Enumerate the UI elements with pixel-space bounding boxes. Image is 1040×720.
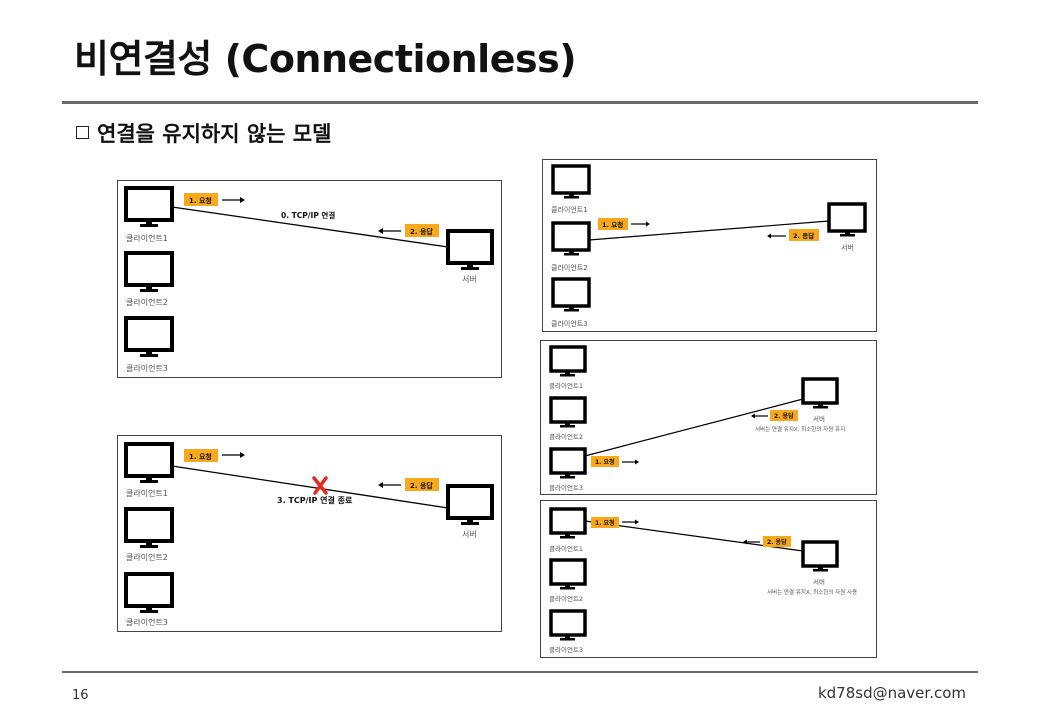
disconnect-x-icon <box>312 476 328 495</box>
monitor-client3-icon <box>549 609 587 641</box>
connection-line <box>171 465 449 509</box>
diagram-close-svg: 클라이언트1 클라이언트2 클라이언트3 1. 요청 3. TCP/IP 연결 … <box>124 442 494 627</box>
arrow-left-icon <box>378 482 401 488</box>
monitor-client1-icon <box>549 345 587 377</box>
monitor-client3-icon <box>124 316 174 357</box>
monitor-server-icon <box>446 229 494 270</box>
response-tag <box>405 224 439 237</box>
response-tag <box>405 478 439 491</box>
connection-line <box>171 206 449 248</box>
response-tag-text: 2. 응답 <box>793 231 814 240</box>
arrow-right-icon <box>631 221 650 227</box>
request-tag-text: 1. 요청 <box>602 220 623 229</box>
section-heading: 연결을 유지하지 않는 모델 <box>76 118 331 148</box>
monitor-client2-icon <box>124 507 174 548</box>
client3-label: 클라이언트3 <box>549 483 583 492</box>
client2-label: 클라이언트2 <box>551 263 588 272</box>
diagram-panel-client3: 클라이언트1 클라이언트2 클라이언트3 1. 요청 2. 응답 서버 서버는 … <box>540 340 877 495</box>
request-tag-text: 1. 요청 <box>189 196 212 205</box>
diagram-panel-client1-resource: 클라이언트1 클라이언트2 클라이언트3 1. 요청 2. 응답 서버 서버는 … <box>540 500 877 658</box>
client2-label: 클라이언트2 <box>126 552 168 562</box>
server-note: 서버는 연결 유지X, 최소한의 자원 사용 <box>767 588 857 596</box>
arrow-right-icon <box>622 519 639 525</box>
diagram-panel-close: 클라이언트1 클라이언트2 클라이언트3 1. 요청 3. TCP/IP 연결 … <box>117 435 502 632</box>
monitor-client3-icon <box>124 572 174 613</box>
footer-divider <box>62 671 978 673</box>
connection-line <box>584 398 804 457</box>
diagram-panel-client1: 클라이언트1 클라이언트2 클라이언트3 1. 요청 2. 응답 서버 <box>542 159 877 332</box>
server-note: 서버는 연결 유지X, 최소한의 자원 유지 <box>755 425 845 433</box>
page-title: 비연결성 (Connectionless) <box>74 37 577 81</box>
client2-label: 클라이언트2 <box>126 297 168 307</box>
footer-email: kd78sd@naver.com <box>817 684 966 702</box>
arrow-right-icon <box>222 197 245 203</box>
monitor-server-icon <box>446 484 494 525</box>
section-heading-text: 연결을 유지하지 않는 모델 <box>97 122 332 146</box>
response-tag-text: 2. 응답 <box>767 538 787 546</box>
arrow-left-icon <box>767 233 786 239</box>
monitor-client3-icon <box>549 447 587 479</box>
client3-label: 클라이언트3 <box>551 319 588 328</box>
request-tag <box>598 218 628 230</box>
monitor-client2-icon <box>551 221 591 256</box>
monitor-server-icon <box>827 202 867 237</box>
server-label: 서버 <box>813 414 825 423</box>
connection-line <box>588 220 830 241</box>
request-tag <box>184 193 218 206</box>
diagram-connect-svg: 클라이언트1 클라이언트2 클라이언트3 1. 요청 0. TCP/IP 연결 … <box>124 186 494 373</box>
checkbox-bullet-icon <box>76 126 89 139</box>
page-number: 16 <box>72 688 89 703</box>
response-tag-text: 2. 응답 <box>410 227 433 236</box>
diagram-panel-connect: 클라이언트1 클라이언트2 클라이언트3 1. 요청 0. TCP/IP 연결 … <box>117 180 502 378</box>
diagram-client1-svg: 클라이언트1 클라이언트2 클라이언트3 1. 요청 2. 응답 서버 <box>551 164 867 328</box>
client3-label: 클라이언트3 <box>126 363 168 373</box>
client1-label: 클라이언트1 <box>551 205 588 214</box>
diagram-resource-svg: 클라이언트1 클라이언트2 클라이언트3 1. 요청 2. 응답 서버 서버는 … <box>549 507 857 654</box>
connect-label: 0. TCP/IP 연결 <box>281 210 335 220</box>
monitor-client3-icon <box>551 277 591 312</box>
client2-label: 클라이언트2 <box>549 432 583 441</box>
client1-label: 클라이언트1 <box>126 233 168 243</box>
title-divider <box>62 101 978 104</box>
monitor-client1-icon <box>124 442 174 483</box>
arrow-left-icon <box>743 539 760 545</box>
arrow-left-icon <box>378 228 401 234</box>
monitor-client1-icon <box>551 164 591 199</box>
monitor-client2-icon <box>124 251 174 292</box>
server-label: 서버 <box>462 529 477 539</box>
client1-label: 클라이언트1 <box>549 544 583 553</box>
client3-label: 클라이언트3 <box>126 617 168 627</box>
server-label: 서버 <box>813 577 825 586</box>
arrow-right-icon <box>622 459 639 465</box>
monitor-client2-icon <box>549 396 587 428</box>
client1-label: 클라이언트1 <box>549 381 583 390</box>
arrow-left-icon <box>751 413 768 419</box>
monitor-client1-icon <box>124 186 174 227</box>
server-label: 서버 <box>462 274 477 284</box>
response-tag <box>770 410 798 421</box>
request-tag-text: 1. 요청 <box>189 452 212 461</box>
monitor-server-icon <box>801 377 839 409</box>
diagram-client3-svg: 클라이언트1 클라이언트2 클라이언트3 1. 요청 2. 응답 서버 서버는 … <box>549 345 845 492</box>
request-tag-text: 1. 요청 <box>595 519 615 527</box>
client1-label: 클라이언트1 <box>126 488 168 498</box>
client2-label: 클라이언트2 <box>549 594 583 603</box>
request-tag-text: 1. 요청 <box>595 458 615 466</box>
response-tag <box>789 229 819 241</box>
response-tag-text: 2. 응답 <box>774 412 794 420</box>
server-label: 서버 <box>841 243 854 252</box>
request-tag <box>591 517 619 528</box>
response-tag-text: 2. 응답 <box>410 481 433 490</box>
request-tag <box>591 456 619 467</box>
request-tag <box>184 449 218 462</box>
monitor-client1-icon <box>549 507 587 539</box>
response-tag <box>763 536 791 547</box>
monitor-server-icon <box>801 540 839 572</box>
arrow-right-icon <box>222 452 245 458</box>
close-label: 3. TCP/IP 연결 종료 <box>277 495 353 505</box>
client3-label: 클라이언트3 <box>549 645 583 654</box>
monitor-client2-icon <box>549 558 587 590</box>
